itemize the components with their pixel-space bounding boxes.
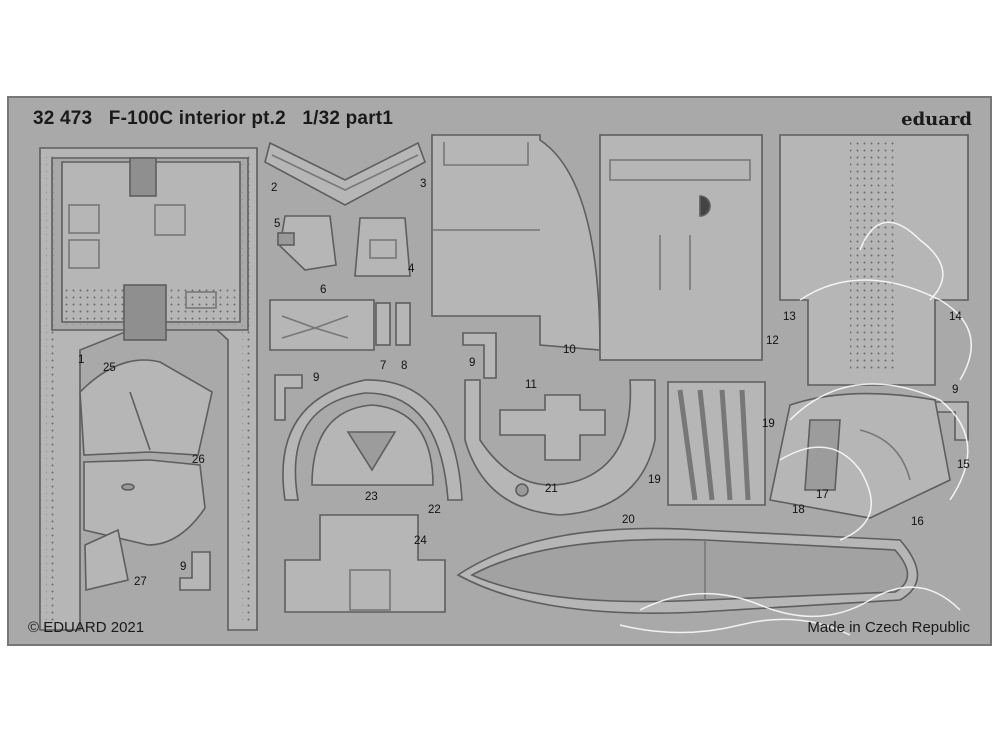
part-4 xyxy=(354,217,411,277)
part-label: 25 xyxy=(103,362,116,374)
copyright: © EDUARD 2021 xyxy=(28,619,145,636)
part-label: 16 xyxy=(911,516,924,528)
part-label: 6 xyxy=(320,284,327,296)
part-label: 4 xyxy=(408,263,415,275)
part-7 xyxy=(375,302,391,346)
part-label: 14 xyxy=(949,311,962,323)
part-22-arch xyxy=(282,379,463,501)
part-label: 19 xyxy=(648,474,661,486)
part-9-top xyxy=(274,374,303,421)
part-label: 23 xyxy=(365,491,378,503)
part-15-18-cluster xyxy=(769,392,951,519)
part-label: 15 xyxy=(957,459,970,471)
set-code: 32 473 xyxy=(33,108,93,129)
part-label: 13 xyxy=(783,311,796,323)
part-label: 26 xyxy=(192,454,205,466)
part-label: 9 xyxy=(313,372,320,384)
part-20-wing xyxy=(456,527,919,614)
part-label: 20 xyxy=(622,514,635,526)
set-name: F-100C interior pt.2 xyxy=(108,108,286,129)
part-label: 9 xyxy=(180,561,187,573)
part-label: 7 xyxy=(380,360,387,372)
part-9-bottom xyxy=(179,551,211,591)
part-label: 2 xyxy=(271,182,278,194)
part-9-mid xyxy=(462,332,497,379)
part-21-u xyxy=(464,379,656,516)
part-label: 21 xyxy=(545,483,558,495)
part-label: 11 xyxy=(525,379,537,391)
part-24-panel xyxy=(284,514,446,613)
part-11-cross xyxy=(499,394,606,461)
part-label: 8 xyxy=(401,360,408,372)
set-part: part1 xyxy=(345,108,394,129)
part-1-floor xyxy=(39,147,258,631)
part-label: 24 xyxy=(414,535,427,547)
part-label: 3 xyxy=(420,178,427,190)
part-label: 19 xyxy=(762,418,775,430)
origin: Made in Czech Republic xyxy=(807,619,970,636)
part-8 xyxy=(395,302,411,346)
part-label: 12 xyxy=(766,335,779,347)
part-19-slats xyxy=(667,381,766,506)
part-label: 9 xyxy=(469,357,476,369)
part-label: 27 xyxy=(134,576,147,588)
part-23-semicircle xyxy=(311,404,434,486)
part-label: 5 xyxy=(274,218,281,230)
part-label: 9 xyxy=(952,384,959,396)
part-13-14-panel xyxy=(779,134,969,386)
part-2-chevron xyxy=(264,141,426,206)
part-label: 17 xyxy=(816,489,829,501)
part-25-26 xyxy=(79,359,213,546)
part-label: 10 xyxy=(563,344,576,356)
part-label: 18 xyxy=(792,504,805,516)
eduard-watermark-swirls xyxy=(619,221,972,636)
part-27 xyxy=(84,528,129,592)
set-scale: 1/32 xyxy=(302,108,341,129)
part-label: 22 xyxy=(428,504,441,516)
part-12-panel xyxy=(599,134,763,361)
brand-logo: eduard xyxy=(901,109,972,130)
part-label: 1 xyxy=(78,354,85,366)
fret-title: 32 473 F-100C interior pt.2 1/32 part1 xyxy=(33,108,393,130)
